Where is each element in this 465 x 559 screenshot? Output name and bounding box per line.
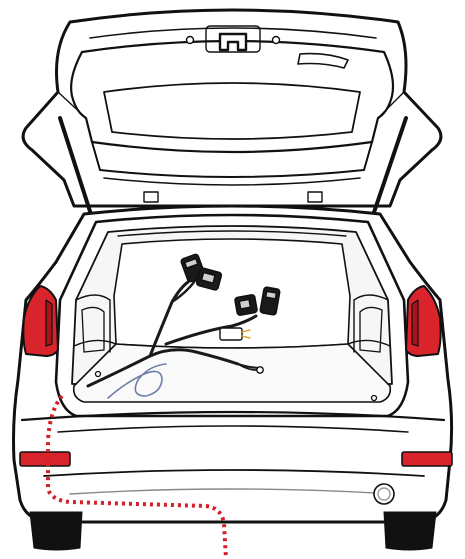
- liftgate-window-recess: [104, 83, 360, 139]
- tail-light-right-inner: [412, 300, 418, 346]
- tail-light-left-inner: [46, 300, 52, 346]
- reflector-left: [20, 452, 70, 466]
- exhaust-tip-outer: [374, 484, 394, 504]
- ring-terminal-eye: [257, 367, 263, 373]
- tyre-left: [30, 512, 82, 550]
- cargo-interior: [72, 226, 392, 402]
- wire-tail-plug: [220, 328, 242, 340]
- reflector-right: [402, 452, 452, 466]
- liftgate-bolt-left: [187, 37, 194, 44]
- harness-connector-d: [260, 287, 280, 315]
- cargo-floor: [74, 344, 391, 402]
- connector-d-pins: [266, 291, 277, 299]
- liftgate-hinge-left: [144, 192, 158, 202]
- connector-c-pins: [239, 299, 250, 309]
- open-liftgate: [23, 10, 441, 206]
- tyre-right: [384, 512, 436, 550]
- liftgate-hinge-right: [308, 192, 322, 202]
- liftgate-bolt-right: [273, 37, 280, 44]
- harness-connector-c: [235, 294, 258, 315]
